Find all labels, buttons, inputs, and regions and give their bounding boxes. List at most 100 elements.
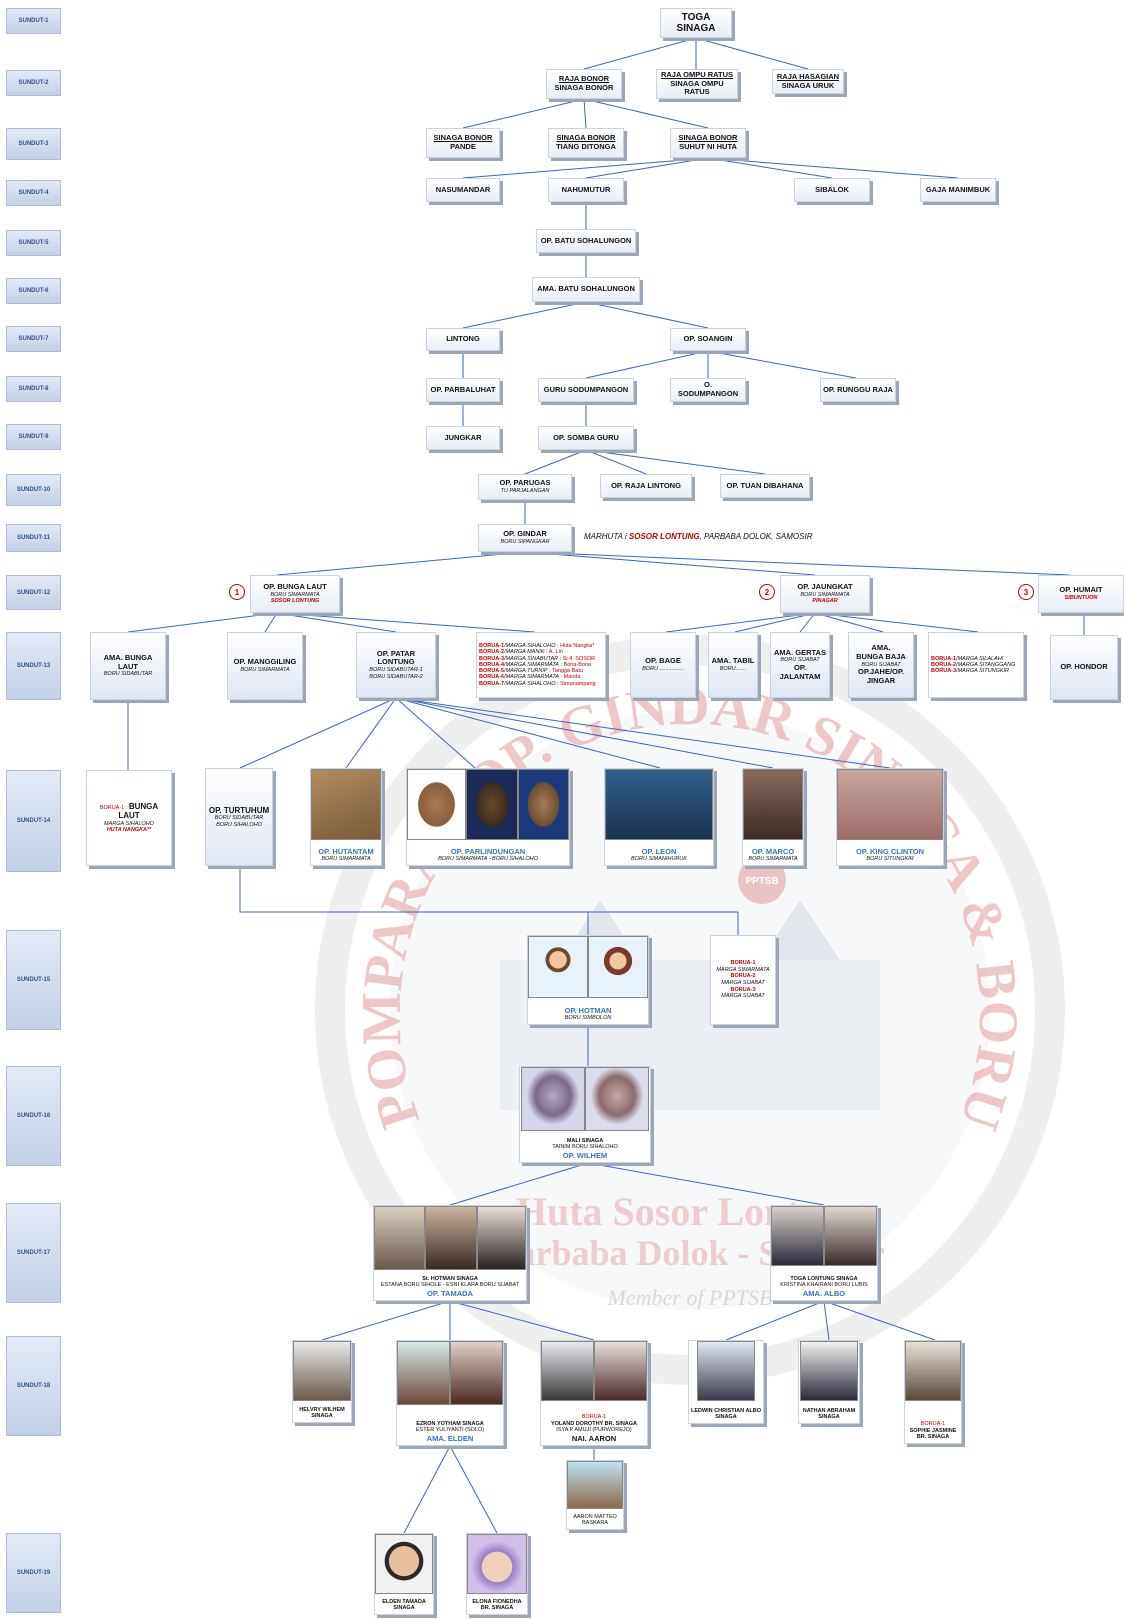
person-title: OP. WILHEM [562,1151,608,1160]
person-spouse: KRISTINA KHAIRANI BORU LUBIS [780,1282,868,1289]
node-ama-batu-sohalungon[interactable]: AMA. BATU SOHALUNGON [532,277,640,302]
borua-marga: MARGA SILALAHI [957,655,1004,662]
borua-label: BORUA-4 [479,661,505,668]
person-name: MALI SINAGA [566,1137,604,1144]
branch-number: 3 [1018,584,1034,600]
photo-card-elona[interactable]: ELONA FIONEDHA BR. SINAGA [466,1533,528,1615]
photo-card-op-hutantam[interactable]: OP. HUTANTAM BORU SIMARMATA [310,768,382,866]
node-raja-hasagian[interactable]: RAJA HASAGIAN SINAGA URUK [772,69,844,94]
node-nahumutur[interactable]: NAHUMUTUR [548,178,624,202]
caption: BORUA-1 SOPHIE JASMINE BR. SINAGA [905,1421,961,1441]
photo-card-nai-aaron[interactable]: BORUA-1 YOLAND DOROTHY BR. SINAGA ISYA P… [540,1340,648,1446]
node-toga-sinaga[interactable]: TOGA SINAGA [660,8,732,38]
node-sinaga-bonor-tiang[interactable]: SINAGA BONOR TIANG DITONGA [548,128,624,158]
person-name: St. HOTMAN SINAGA [422,1275,478,1282]
borua-label: BORUA-3 [931,668,957,675]
node-label: OP. SOMBA GURU [553,432,619,442]
node-op-jaungkat[interactable]: OP. JAUNGKAT BORU SIMARMATA PINAGAR [780,575,870,613]
node-ama-tabil[interactable]: AMA. TABIL BORU....... [708,632,758,698]
photo-card-helvry[interactable]: HELVRY WILHEM SINAGA [292,1340,352,1423]
node-o-sodumpangon[interactable]: O. SODUMPANGON [670,378,746,402]
photo-card-ledwin[interactable]: LEDWIN CHRISTIAN ALBO SINAGA [688,1340,764,1424]
node-lintong[interactable]: LINTONG [426,328,500,351]
node-gaja-manimbuk[interactable]: GAJA MANIMBUK [920,178,996,202]
photo-card-op-parlindungan[interactable]: OP. PARLINDUNGAN BORU SIMARMATA - BORU S… [406,768,570,866]
node-op-runggu-raja[interactable]: OP. RUNGGU RAJA [820,378,896,402]
caption: OP. HUTANTAM BORU SIMARMATA [311,847,381,863]
node-label: OP. JAUNGKAT [797,582,853,592]
node-sub: BORU ................ [642,666,684,673]
caption: NATHAN ABRAHAM SINAGA [799,1408,859,1421]
photo-card-aaron[interactable]: AARON MATTEO BASKARA [566,1460,624,1530]
portrait-image [771,1206,824,1266]
photo-card-op-wilhem[interactable]: MALI SINAGA TAINIM BORU SIHALOHO OP. WIL… [519,1066,651,1163]
person-name: OP. LEON [641,847,677,857]
photo-card-nathan[interactable]: NATHAN ABRAHAM SINAGA [798,1340,860,1424]
node-op-somba-guru[interactable]: OP. SOMBA GURU [538,426,634,450]
node-op-tuan-dibahana[interactable]: OP. TUAN DIBAHANA [720,474,810,498]
borua-marga: MARGA SIHALOHO [505,680,556,687]
generation-label: SUNDUT-19 [6,1533,61,1613]
generation-label: SUNDUT-12 [6,575,61,610]
photo-card-elden[interactable]: ELDEN TAMADA SINAGA [374,1533,434,1615]
node-jungkar[interactable]: JUNGKAR [426,426,500,450]
node-label: OP. PARUGAS [499,478,551,488]
portrait-image [374,1206,426,1270]
photo-card-ama-albo[interactable]: TOGA LONTUNG SINAGA KRISTINA KHAIRANI BO… [770,1205,878,1301]
node-sibalok[interactable]: SIBALOK [794,178,870,202]
node-op-hondor[interactable]: OP. HONDOR [1050,635,1118,700]
branch-number: 2 [759,584,775,600]
node-op-manggiling[interactable]: OP. MANGGILING BORU SIMARMATA [227,632,303,700]
node-op-batu-sohalungon[interactable]: OP. BATU SOHALUNGON [536,229,636,253]
photo-card-ama-elden[interactable]: EZRON YOTHAM SINAGA ESTER YULIYANTI (SOL… [396,1340,504,1446]
node-label: OP. TUAN DIBAHANA [726,480,804,490]
portrait-image [311,769,381,840]
node-op-turtuhum[interactable]: OP. TURTUHUM BORU SIDABUTAR BORU SIHALOH… [205,768,273,866]
person-name: OP. HUTANTAM [318,847,374,857]
node-op-soangin[interactable]: OP. SOANGIN [670,328,746,351]
node-op-parbaluhat[interactable]: OP. PARBALUHAT [426,378,500,402]
borua-row: BORUA-7/MARGA SIHALOHO : Simanampang [479,680,596,687]
node-op-gindar[interactable]: OP. GINDAR BORU SIPANGKAR [478,524,572,552]
borua-row: BORUA-1/MARGA SIHALOHO : Huta Nangka* [479,642,595,649]
node-ama-bunga-baja[interactable]: AMA. BUNGA BAJA BORU SIJABAT OP.JAHE/OP.… [848,632,914,698]
photo-card-op-tamada[interactable]: St. HOTMAN SINAGA ESTANA BORU SIHOLE - E… [373,1205,527,1301]
node-ama-gertas[interactable]: AMA. GERTAS BORU SIJABAT OP. JALANTAM [770,632,830,698]
person-spouse: BORU SITUNGKIR [866,856,914,863]
node-guru-sodumpangon[interactable]: GURU SODUMPANGON [538,378,634,402]
node-sub: BORU SIMARMATA [240,667,290,674]
photo-card-op-king-clinton[interactable]: OP. KING CLINTON BORU SITUNGKIR [836,768,944,866]
node-sinaga-bonor-suhut[interactable]: SINAGA BONOR SUHUT NI HUTA [670,128,746,158]
portrait-image [397,1341,450,1405]
node-sinaga-bonor-pande[interactable]: SINAGA BONOR PANDE [426,128,500,158]
caption: TOGA LONTUNG SINAGA KRISTINA KHAIRANI BO… [771,1276,877,1298]
node-op-raja-lintong[interactable]: OP. RAJA LINTONG [600,474,692,498]
node-op-bunga-laut[interactable]: OP. BUNGA LAUT BORU SIMARMATA SOSOR LONT… [250,575,340,613]
node-op-bage[interactable]: OP. BAGE BORU ................ [630,632,696,698]
borua-label: BORUA-3 [730,986,756,993]
photo-card-op-marco[interactable]: OP. MARCO BORU SIMARMATA [742,768,804,866]
person-name: YOLAND DOROTHY BR. SINAGA [550,1420,638,1427]
borua-bunga-laut[interactable]: BORUA-1 : BUNGA LAUT MARGA SIHALOHO HUTA… [86,770,172,866]
node-raja-ompu-ratus[interactable]: RAJA OMPU RATUS SINAGA OMPU RATUS [656,69,738,99]
note-text: MARHUTA i [584,532,629,541]
node-op-parugas[interactable]: OP. PARUGAS TU PARJALANGAN [478,474,572,500]
node-ama-bunga-laut[interactable]: AMA. BUNGA LAUT BORU SIDABUTAR [90,632,166,700]
node-op-patar-lontung[interactable]: OP. PATAR LONTUNG BORU SIDABUTAR-1 BORU … [356,632,436,698]
portrait-image [800,1341,858,1401]
borua-label: BORUA-7 [479,680,505,687]
photo-card-op-leon[interactable]: OP. LEON BORU SIMANIHURUK [604,768,714,866]
node-label: SINAGA BONOR [433,133,493,143]
node-label: OP. HONDOR [1060,662,1108,672]
person-title: AMA. ALBO [802,1289,846,1298]
node-op-humait[interactable]: OP. HUMAIT SIBUNTUON [1038,575,1124,613]
photo-card-op-hotman[interactable]: OP. HOTMAN BORU SIMBOLON [527,935,649,1025]
person-name: EZRON YOTHAM SINAGA [416,1420,484,1427]
node-nasumandar[interactable]: NASUMANDAR [426,178,500,202]
borua-label: BORUA-1 [931,655,957,662]
portrait-image [476,1206,526,1270]
photo-card-sophie[interactable]: BORUA-1 SOPHIE JASMINE BR. SINAGA [904,1340,962,1444]
node-raja-bonor[interactable]: RAJA BONOR SINAGA BONOR [546,69,622,99]
node-label: SINAGA OMPU RATUS [670,78,724,97]
